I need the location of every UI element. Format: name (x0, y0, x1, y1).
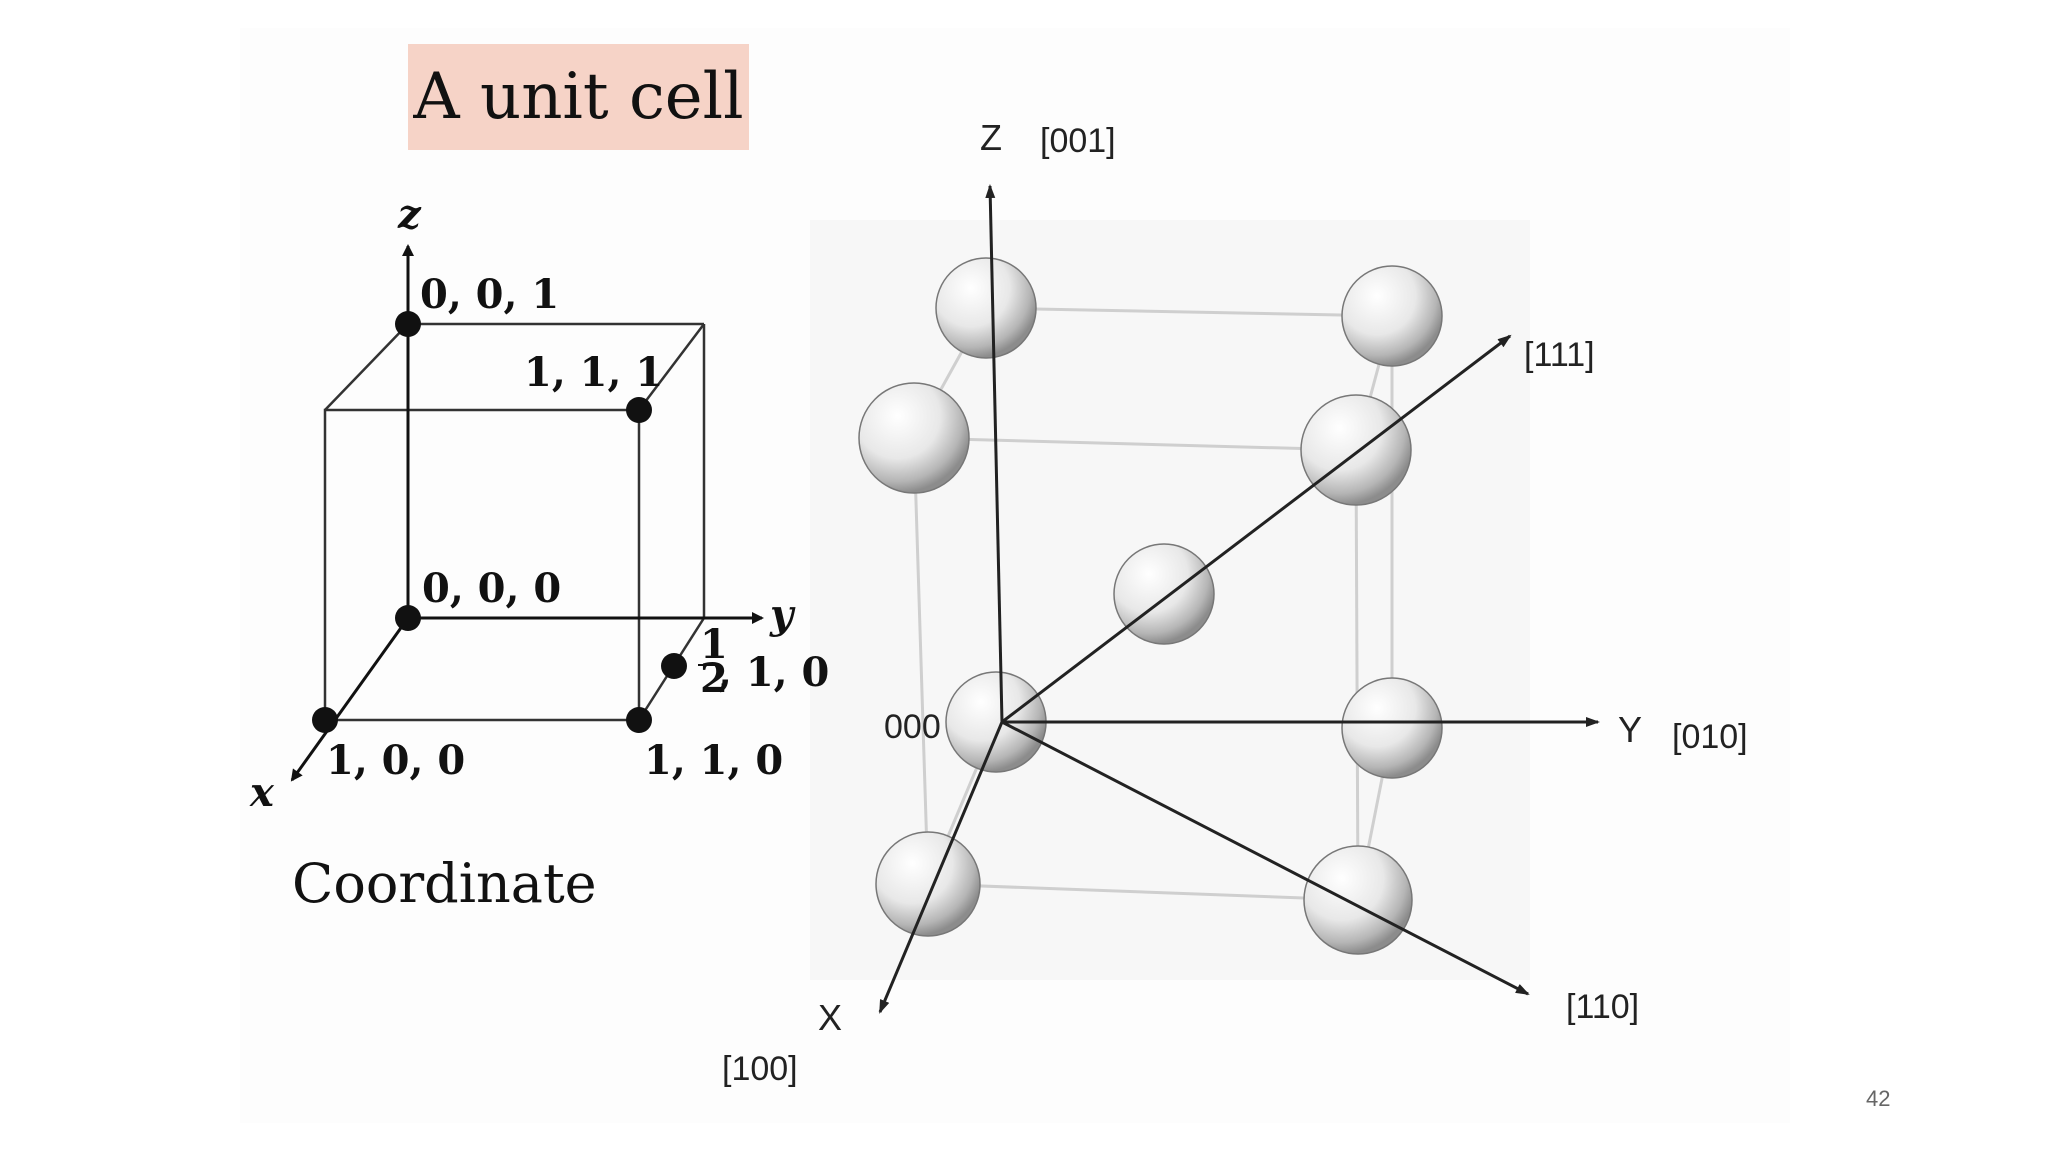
cube-points (312, 311, 687, 733)
label-0-0-0: 0, 0, 0 (422, 565, 561, 612)
atom (1300, 394, 1412, 506)
atom (1113, 543, 1215, 645)
axis-x-label: x (249, 769, 275, 816)
crystal-axis-y-dir: [010] (1672, 718, 1748, 756)
lattice-atoms (858, 257, 1443, 955)
direction-111-label: [111] (1524, 336, 1595, 374)
coordinate-caption: Coordinate (292, 852, 597, 915)
crystal-axis-z-label: Z (980, 117, 1002, 158)
point-001 (395, 311, 421, 337)
axis-z-label: z (397, 191, 422, 238)
arrow-111 (1001, 334, 1512, 724)
crystal-axis-z-dir: [001] (1040, 122, 1116, 160)
point-000 (395, 605, 421, 631)
label-half-1-0: , 1, 0 (718, 649, 829, 696)
point-110 (626, 707, 652, 733)
label-0-0-1: 0, 0, 1 (420, 271, 559, 318)
arrow-110 (1001, 720, 1530, 996)
label-half-den: 2 (700, 655, 728, 702)
page-number: 42 (1866, 1086, 1891, 1111)
arrow-z (985, 184, 1004, 723)
atom (1341, 265, 1443, 367)
atom (935, 257, 1037, 359)
label-1-0-0: 1, 0, 0 (326, 737, 465, 784)
label-1-1-0: 1, 1, 0 (644, 737, 783, 784)
cube-axes (290, 244, 764, 782)
point-100 (312, 707, 338, 733)
axis-y-label: y (769, 591, 796, 638)
crystal-axis-x-dir: [100] (722, 1050, 798, 1088)
slide-title: A unit cell (413, 60, 744, 134)
atom (1341, 677, 1443, 779)
direction-110-label: [110] (1566, 988, 1639, 1026)
label-half-num: 1 (700, 621, 728, 668)
atom (1303, 845, 1413, 955)
arrow-x (878, 721, 1004, 1014)
direction-arrows (878, 184, 1600, 1014)
point-half-1-0 (661, 653, 687, 679)
origin-label: 000 (884, 708, 941, 746)
cube-edges (323, 322, 706, 722)
title-box: A unit cell (408, 44, 749, 150)
crystal-axis-y-label: Y (1618, 709, 1642, 750)
point-111 (626, 397, 652, 423)
lattice-bonds (912, 306, 1394, 902)
atom (875, 831, 981, 937)
crystal-axis-x-label: X (818, 997, 842, 1038)
label-1-1-1: 1, 1, 1 (524, 349, 663, 396)
atom (858, 382, 970, 494)
